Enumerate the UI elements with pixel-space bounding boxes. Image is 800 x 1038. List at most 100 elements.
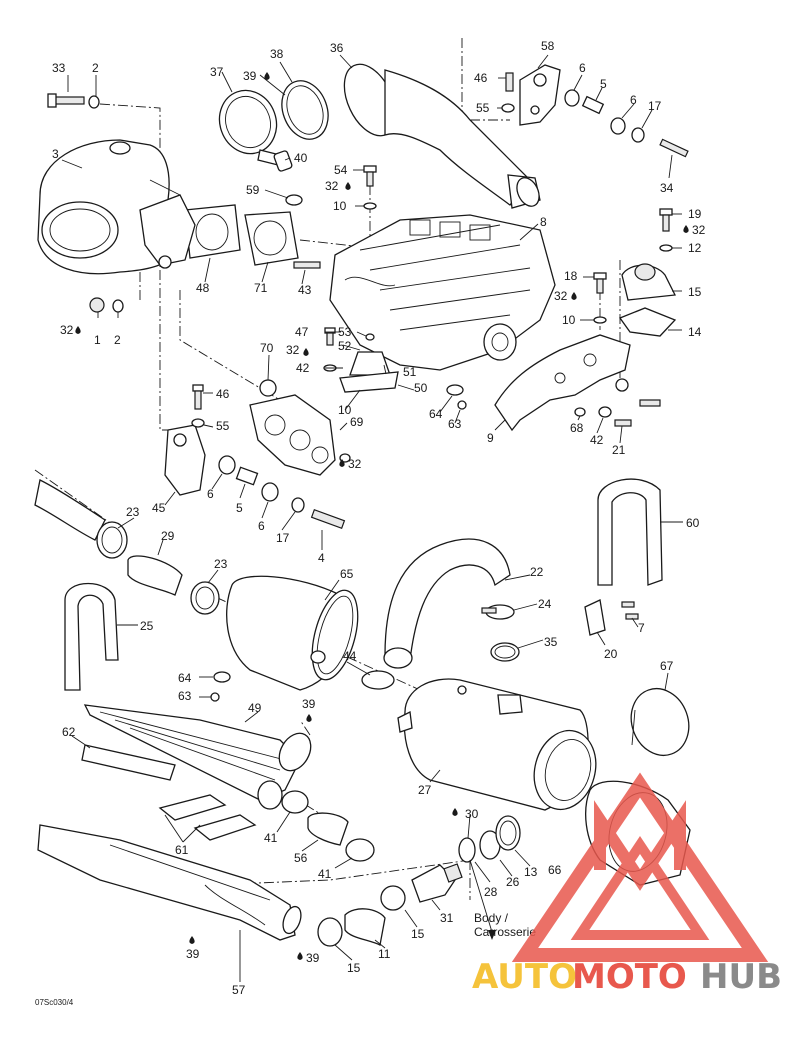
callout-46b: 46	[216, 387, 230, 401]
callout-64: 64	[429, 407, 443, 421]
callout-45: 45	[152, 501, 166, 515]
part-24-clamp	[481, 604, 515, 620]
part-43-spring	[293, 261, 321, 269]
hardware-68-42-21	[574, 378, 661, 427]
callout-17: 17	[648, 99, 662, 113]
callout-32d: 32	[554, 289, 568, 303]
part-27-waterbox	[397, 678, 597, 811]
rings-28-26-13	[458, 815, 521, 863]
part-70-exhaust-manifold	[249, 379, 351, 476]
part-14-plate	[618, 307, 677, 337]
callout-6c: 6	[207, 487, 214, 501]
nut-1	[89, 297, 124, 313]
callout-leaders	[61, 54, 683, 982]
callout-67: 67	[660, 659, 674, 673]
callout-57: 57	[232, 983, 246, 997]
callout-63: 63	[448, 417, 462, 431]
callout-10: 10	[333, 199, 347, 213]
part-9-support-bracket	[494, 334, 631, 432]
part-45-bracket	[164, 384, 206, 496]
callout-44: 44	[343, 649, 357, 663]
part-64-63-lower	[210, 671, 231, 702]
part-37-clamp	[218, 89, 281, 166]
callout-65: 65	[340, 567, 354, 581]
callout-33: 33	[52, 61, 66, 75]
callout-27: 27	[418, 783, 432, 797]
callout-32: 32	[60, 323, 74, 337]
part-15-engine-mount	[621, 263, 677, 301]
bolt-19	[659, 208, 673, 252]
part-62-plate	[81, 744, 176, 781]
mount-stack-top	[564, 89, 689, 158]
callout-22: 22	[530, 565, 544, 579]
callout-39: 39	[243, 69, 257, 83]
bolt-33	[47, 93, 100, 109]
callout-35: 35	[544, 635, 558, 649]
callout-66: 66	[548, 863, 562, 877]
callout-60: 60	[686, 516, 700, 530]
callout-17b: 17	[276, 531, 290, 545]
part-49-duct	[83, 704, 312, 810]
callout-15: 15	[688, 285, 702, 299]
callout-39d: 39	[306, 951, 320, 965]
callout-28: 28	[484, 885, 498, 899]
callout-53: 53	[338, 325, 352, 339]
part-22-hose	[383, 538, 511, 669]
part-8-engine	[329, 214, 556, 371]
part-64-63	[446, 384, 467, 410]
callout-1: 1	[94, 333, 101, 347]
part-58-bracket	[501, 64, 561, 126]
part-25-strap	[64, 582, 119, 691]
bolt-18	[593, 272, 607, 324]
callout-39b: 39	[302, 697, 316, 711]
callout-9: 9	[487, 431, 494, 445]
body-arrow	[469, 859, 496, 940]
callout-59: 59	[246, 183, 260, 197]
callout-68: 68	[570, 421, 584, 435]
callout-21: 21	[612, 443, 626, 457]
watermark-triangle-outer	[511, 772, 769, 962]
callout-63b: 63	[178, 689, 192, 703]
callout-34: 34	[660, 181, 674, 195]
callout-36: 36	[330, 41, 344, 55]
part-20-bracket	[584, 599, 639, 636]
watermark-triangle-inner	[570, 835, 710, 940]
callout-37: 37	[210, 65, 224, 79]
callout-42: 42	[296, 361, 310, 375]
callout-13: 13	[524, 865, 538, 879]
callout-40: 40	[294, 151, 308, 165]
watermark-hub: HUB	[700, 957, 782, 997]
part-38-gasket	[281, 80, 329, 140]
callout-25: 25	[140, 619, 154, 633]
callout-4: 4	[318, 551, 325, 565]
body-note-line1: Body /	[474, 911, 509, 925]
part-15-11-coupling	[317, 885, 406, 947]
callout-20: 20	[604, 647, 618, 661]
callout-32b: 32	[325, 179, 339, 193]
callout-labels: 33 2 3 32 1 2 48 71 43 37 38 39 36 40 59…	[52, 39, 706, 997]
callout-7: 7	[638, 621, 645, 635]
callout-18: 18	[564, 269, 578, 283]
body-note-line2: Carrosserie	[474, 925, 536, 939]
part-65-muffler	[226, 575, 359, 691]
part-71-gasket	[244, 211, 299, 266]
watermark-logo	[511, 772, 769, 962]
callout-54: 54	[334, 163, 348, 177]
callout-38: 38	[270, 47, 284, 61]
callout-41: 41	[264, 831, 278, 845]
callout-15b: 15	[411, 927, 425, 941]
callout-39c: 39	[186, 947, 200, 961]
callout-52: 52	[338, 339, 352, 353]
part-61-pads	[158, 794, 257, 841]
callout-43: 43	[298, 283, 312, 297]
callout-55: 55	[476, 101, 490, 115]
callout-55b: 55	[216, 419, 230, 433]
callout-2: 2	[92, 61, 99, 75]
callout-51: 51	[403, 365, 417, 379]
part-31-outlet-fitting	[411, 863, 463, 903]
callout-49: 49	[248, 701, 262, 715]
watermark-moto: MOTO	[572, 957, 687, 997]
callout-24: 24	[538, 597, 552, 611]
callout-5b: 5	[236, 501, 243, 515]
